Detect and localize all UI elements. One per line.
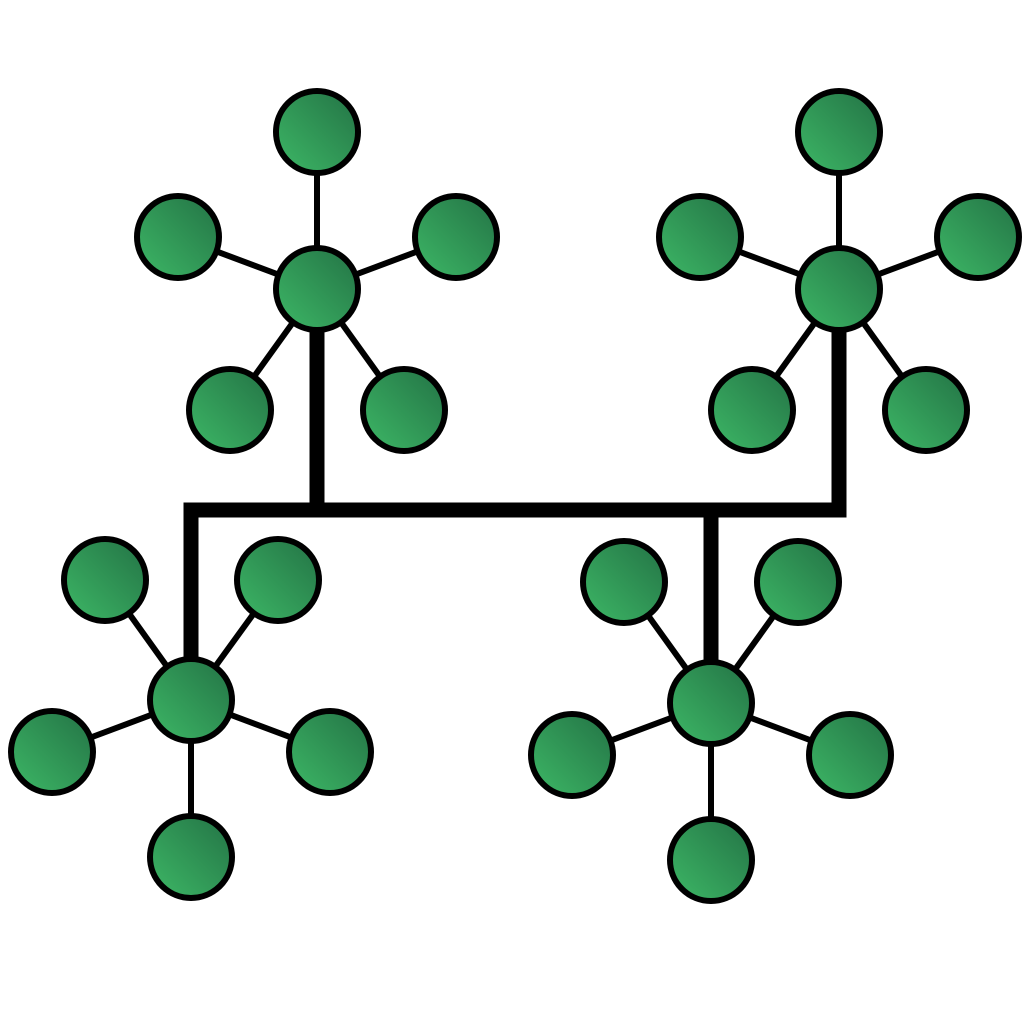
hub-top-left-leaf-node-2 — [134, 193, 222, 281]
hub-top-right-hub-node — [795, 245, 883, 333]
hub-bottom-left-leaf-node-2 — [234, 536, 322, 624]
hub-bottom-left-leaf-node-3 — [8, 708, 96, 796]
hub-top-left-leaf-node-3 — [412, 193, 500, 281]
hub-top-right-leaf-node-3 — [934, 193, 1022, 281]
hub-bottom-right-leaf-node-1 — [580, 538, 668, 626]
hub-bottom-right-leaf-node-4 — [806, 711, 894, 799]
backbone-main-line — [183, 289, 847, 700]
hub-bottom-right-leaf-node-3 — [528, 711, 616, 799]
hub-bottom-right-leaf-node-2 — [754, 538, 842, 626]
hub-top-right-leaf-node-2 — [656, 193, 744, 281]
hub-bottom-right-hub-node — [667, 659, 755, 747]
hub-bottom-left-leaf-node-4 — [286, 708, 374, 796]
hub-bottom-left-hub-node — [147, 656, 235, 744]
hub-bottom-left-leaf-node-5 — [147, 813, 235, 901]
nodes — [8, 88, 1022, 904]
hub-top-left-leaf-node-4 — [186, 366, 274, 454]
hub-top-right-leaf-node-5 — [882, 366, 970, 454]
hub-top-left-hub-node — [273, 245, 361, 333]
backbone-bus — [183, 289, 847, 703]
hub-bottom-right-leaf-node-5 — [667, 816, 755, 904]
hub-top-right-leaf-node-4 — [708, 366, 796, 454]
hub-top-right-leaf-node-1 — [795, 88, 883, 176]
hub-bottom-left-leaf-node-1 — [61, 536, 149, 624]
hub-top-left-leaf-node-5 — [360, 366, 448, 454]
hub-top-left-leaf-node-1 — [273, 88, 361, 176]
